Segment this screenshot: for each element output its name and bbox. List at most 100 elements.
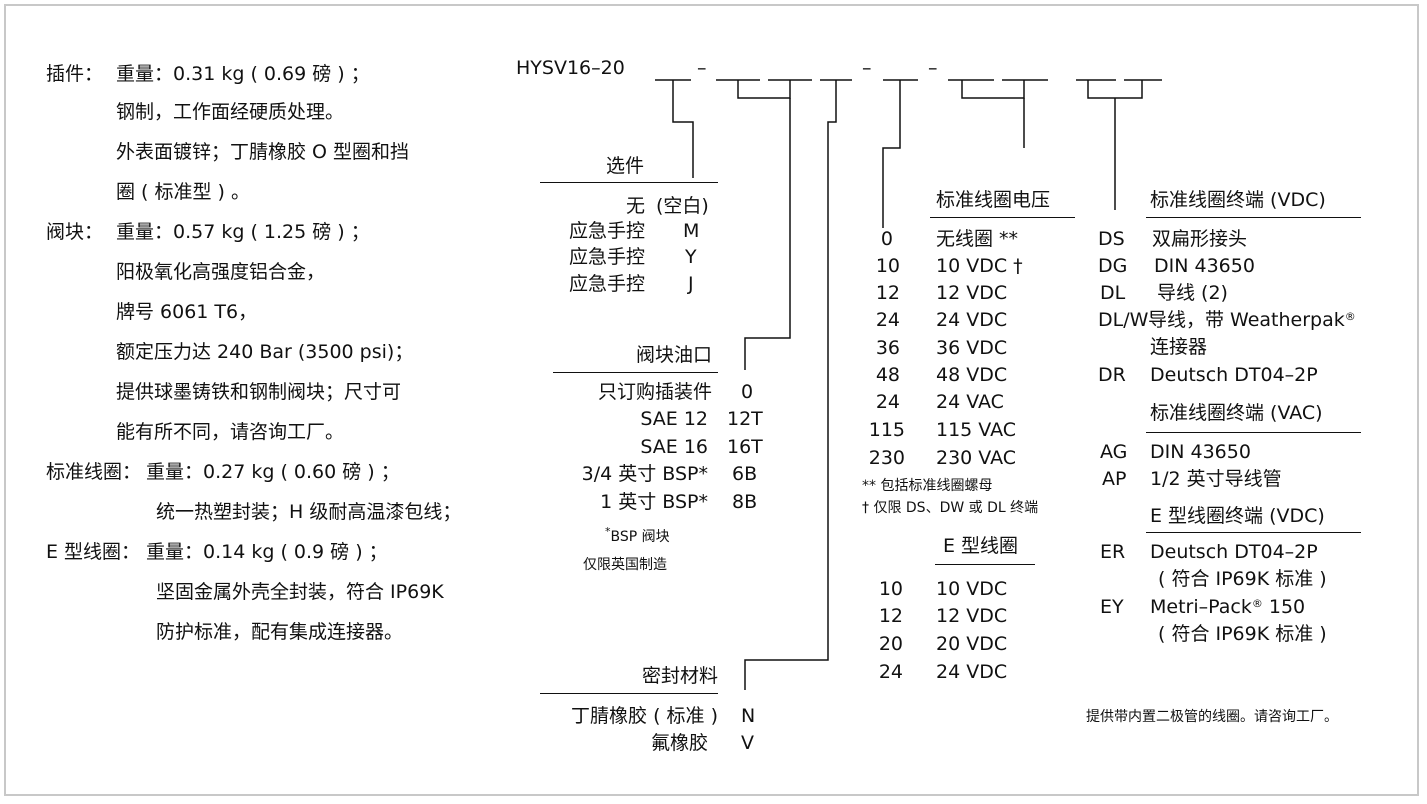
options-title: 选件 [605, 155, 644, 177]
seals-row-2-label: 氟橡胶 [650, 732, 708, 754]
term-vdc-row-2-label: DIN 43650 [1154, 255, 1255, 277]
ports-row-1-label: 只订购插装件 [597, 381, 712, 403]
term-vdc-row-4-label: 导线，带 Weatherpak [1148, 309, 1345, 331]
term-vac-underline [1146, 432, 1361, 433]
term-e-row-1-code: ER [1100, 541, 1126, 563]
leader-seals [744, 80, 837, 690]
spec-std-coil-line-1: 重量：0.27 kg ( 0.60 磅 ) ； [146, 461, 400, 483]
term-e-row-2-label-2: ( 符合 IP69K 标准 ) [1158, 623, 1327, 645]
page-frame [4, 4, 1419, 796]
spec-cartridge-line-3: 外表面镀锌；丁腈橡胶 O 型圈和挡 [116, 141, 410, 163]
spec-e-coil-line-3: 防护标准，配有集成连接器。 [156, 621, 404, 643]
voltage-row-5-code: 36 [875, 337, 900, 359]
term-e-row-2-text: Metri–Pack® 150 [1150, 595, 1305, 619]
ports-row-2-label: SAE 12 [640, 408, 708, 430]
term-vdc-row-5-code: DR [1098, 364, 1126, 386]
term-e-row-2-label: Metri–Pack [1150, 596, 1252, 618]
term-vdc-underline [1146, 217, 1361, 218]
term-vdc-row-3-label: 导线 (2) [1157, 282, 1228, 304]
voltage-row-3-label: 12 VDC [936, 282, 1008, 304]
voltage-row-4-label: 24 VDC [936, 309, 1008, 331]
registered-mark-metripack: ® [1251, 597, 1263, 610]
spec-cartridge-line-1: 重量：0.31 kg ( 0.69 磅 ) ； [116, 63, 370, 85]
spec-e-coil-line-1: 重量：0.14 kg ( 0.9 磅 ) ； [146, 541, 388, 563]
ports-note-line-1: BSP 阀块 [610, 529, 670, 545]
e-voltage-title: E 型线圈 [943, 535, 1019, 557]
spec-body-line-6: 能有所不同，请咨询工厂。 [116, 421, 345, 443]
leader-ports [744, 98, 791, 370]
term-vac-row-1-code: AG [1100, 441, 1128, 463]
term-vdc-row-3-code: DL [1100, 282, 1126, 304]
options-underline [540, 182, 718, 183]
leader-voltage [882, 80, 901, 228]
term-e-row-2-label-after: 150 [1262, 596, 1306, 618]
seals-row-2-code: V [741, 732, 754, 754]
e-voltage-row-3-code: 20 [878, 633, 903, 655]
spec-body-line-4: 额定压力达 240 Bar (3500 psi)； [116, 341, 414, 363]
voltage-row-7-code: 24 [875, 391, 900, 413]
term-e-title: E 型线圈终端 (VDC) [1150, 505, 1325, 527]
spec-e-coil-label: E 型线圈： [46, 541, 141, 563]
spec-std-coil-line-2: 统一热塑封装；H 级耐高温漆包线； [156, 501, 462, 523]
term-vdc-row-1-code: DS [1098, 228, 1125, 250]
voltage-note-1: ** 包括标准线圈螺母 [862, 478, 993, 494]
voltage-row-8-code: 115 [868, 419, 905, 441]
term-vdc-title: 标准线圈终端 (VDC) [1150, 189, 1326, 211]
ports-title: 阀块油口 [635, 344, 712, 366]
voltage-row-1-code: 0 [880, 228, 893, 250]
seals-underline [540, 693, 718, 694]
spec-e-coil-line-2: 坚固金属外壳全封装，符合 IP69K [156, 581, 444, 603]
voltage-row-2-code: 10 [875, 255, 900, 277]
term-vac-title: 标准线圈终端 (VAC) [1150, 402, 1323, 424]
voltage-row-8-label: 115 VAC [936, 419, 1017, 441]
voltage-title: 标准线圈电压 [936, 189, 1051, 211]
seals-title: 密封材料 [641, 665, 718, 687]
code-dash-2: – [862, 57, 872, 79]
leader-extra-bracket [1087, 80, 1143, 99]
term-vdc-row-4-text: 导线，带 Weatherpak® [1148, 308, 1356, 332]
leader-term-bracket [961, 80, 1025, 99]
spec-body-line-2: 阳极氧化高强度铝合金， [116, 261, 326, 283]
ports-row-3-label: SAE 16 [640, 436, 708, 458]
leader-ports-bracket [737, 80, 791, 99]
term-vdc-row-2-code: DG [1098, 255, 1128, 277]
options-row-1-code: (空白) [656, 195, 709, 217]
spec-body-line-3: 牌号 6061 T6， [116, 301, 258, 323]
e-voltage-row-2-label: 12 VDC [936, 605, 1008, 627]
code-dash-3: – [928, 57, 938, 79]
model-code: HYSV16–20 [516, 57, 625, 79]
ports-underline [553, 372, 718, 373]
options-row-3-label: 应急手控 [568, 246, 645, 268]
spec-body-line-1: 重量：0.57 kg ( 1.25 磅 ) ； [116, 221, 370, 243]
e-voltage-row-4-code: 24 [878, 661, 903, 683]
term-vac-row-2-label: 1/2 英寸导线管 [1150, 468, 1282, 490]
voltage-row-5-label: 36 VDC [936, 337, 1008, 359]
options-row-2-code: M [683, 220, 700, 242]
voltage-row-1-label: 无线圈 ** [936, 228, 1019, 250]
spec-cartridge-line-4: 圈 ( 标准型 ) 。 [116, 181, 250, 203]
registered-mark-weatherpak: ® [1344, 310, 1356, 323]
term-e-row-1-label: Deutsch DT04–2P [1150, 541, 1318, 563]
voltage-row-3-code: 12 [875, 282, 900, 304]
voltage-row-9-label: 230 VAC [936, 447, 1017, 469]
voltage-row-7-label: 24 VAC [936, 391, 1004, 413]
voltage-underline [930, 217, 1075, 218]
term-vdc-row-4-label-2: 连接器 [1150, 336, 1208, 358]
spec-body-line-5: 提供球墨铸铁和钢制阀块；尺寸可 [116, 381, 402, 403]
term-vdc-row-1-label: 双扁形接头 [1152, 228, 1248, 250]
options-row-1-label: 无 [625, 195, 645, 217]
seals-row-1-code: N [741, 705, 756, 727]
spec-cartridge-label: 插件： [46, 63, 104, 85]
ports-row-3-code: 16T [727, 436, 763, 458]
ports-row-5-label: 1 英寸 BSP* [600, 491, 708, 513]
e-voltage-row-2-code: 12 [878, 605, 903, 627]
leader-options [672, 80, 694, 178]
code-dash-1: – [697, 57, 707, 79]
ports-row-5-code: 8B [732, 491, 758, 513]
term-vac-row-1-label: DIN 43650 [1150, 441, 1251, 463]
term-vdc-row-4-code: DL/W [1098, 309, 1149, 331]
e-voltage-row-1-code: 10 [878, 578, 903, 600]
e-voltage-row-1-label: 10 VDC [936, 578, 1008, 600]
seals-row-1-label: 丁腈橡胶 ( 标准 ) [571, 705, 718, 727]
spec-body-label: 阀块： [46, 221, 104, 243]
